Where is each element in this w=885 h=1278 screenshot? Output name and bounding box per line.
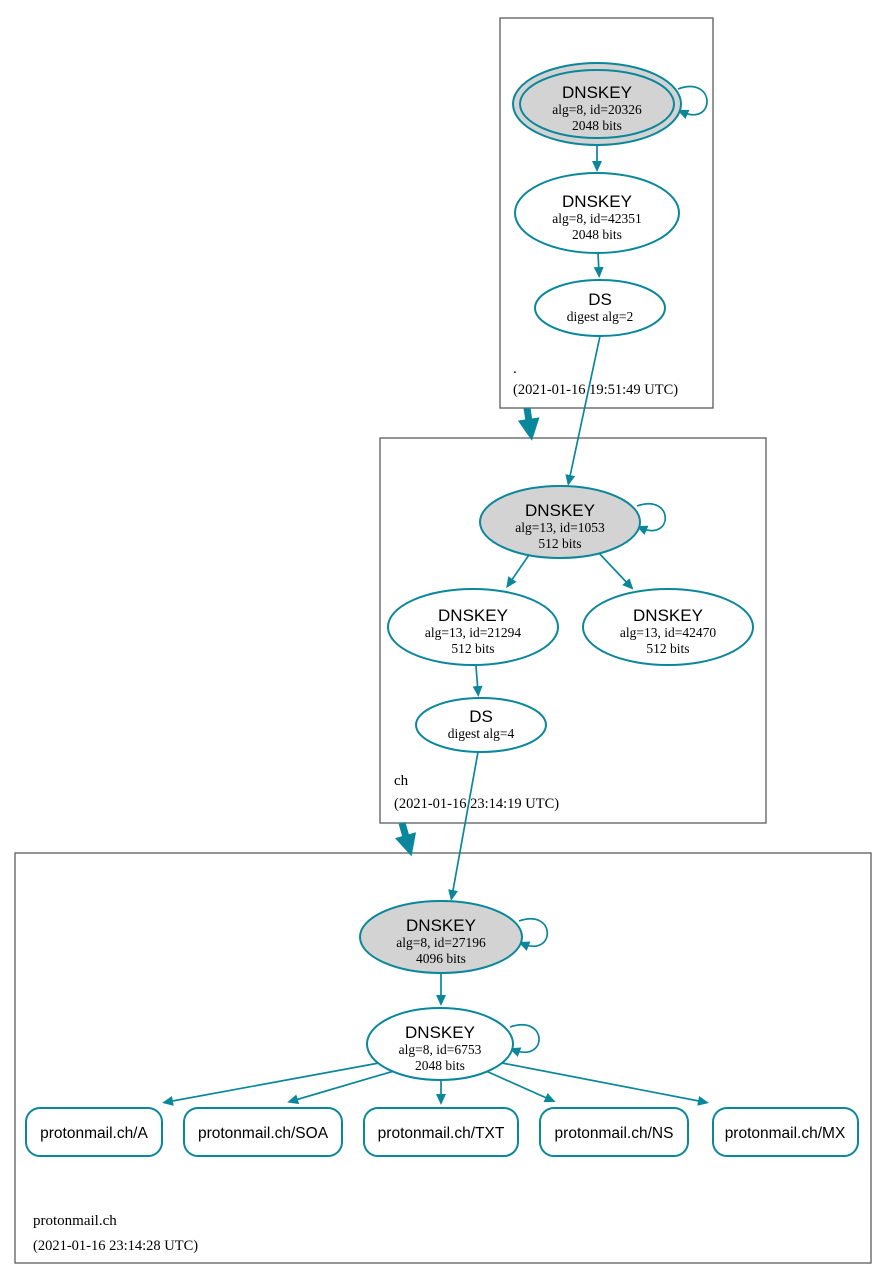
edge-delegation-root-to-ch (517, 407, 540, 441)
node-rrset-protonmail-txt[interactable]: protonmail.ch/TXT (363, 1107, 519, 1157)
edge-ch-ksk-selfloop (636, 503, 667, 535)
node-bits: 2048 bits (572, 227, 622, 242)
node-rrset-protonmail-ns[interactable]: protonmail.ch/NS (539, 1107, 689, 1157)
node-rrset-protonmail-soa[interactable]: protonmail.ch/SOA (183, 1107, 343, 1157)
zsk-ellipse (387, 588, 559, 666)
node-rrset-protonmail-mx[interactable]: protonmail.ch/MX (712, 1107, 859, 1157)
rrset-box (539, 1107, 689, 1157)
node-bits: 2048 bits (415, 1058, 465, 1073)
node-detail: digest alg=2 (567, 309, 633, 324)
node-bits: 512 bits (538, 536, 581, 551)
node-dnskey-20326[interactable]: DNSKEY alg=8, id=20326 2048 bits (512, 62, 682, 146)
zone-timestamp-ch: (2021-01-16 23:14:19 UTC) (394, 796, 559, 812)
ds-ellipse (534, 279, 666, 337)
rrset-label: protonmail.ch/A (40, 1125, 148, 1142)
node-dnskey-21294[interactable]: DNSKEY alg=13, id=21294 512 bits (387, 588, 559, 666)
node-detail: alg=8, id=42351 (552, 211, 641, 226)
node-dnskey-42351[interactable]: DNSKEY alg=8, id=42351 2048 bits (514, 172, 680, 254)
zsk-ellipse (582, 588, 754, 666)
node-detail: digest alg=4 (448, 726, 515, 741)
edge-protonmail-ksk-selfloop (518, 918, 549, 951)
node-dnskey-6753[interactable]: DNSKEY alg=8, id=6753 2048 bits (366, 1007, 514, 1081)
node-bits: 512 bits (451, 641, 494, 656)
edge-root-zsk-to-ds (593, 252, 604, 278)
edge-ch-zsk1-to-ds (472, 665, 483, 697)
edge-root-ds-to-ch-ksk (565, 335, 601, 486)
rrset-box (712, 1107, 859, 1157)
node-bits: 4096 bits (416, 951, 466, 966)
zone-label-protonmail: protonmail.ch (33, 1213, 117, 1229)
node-title: DNSKEY (525, 501, 595, 520)
node-detail: alg=8, id=6753 (399, 1042, 482, 1057)
node-bits: 2048 bits (572, 118, 622, 133)
node-detail: alg=8, id=20326 (552, 102, 642, 117)
edge-ch-ksk-to-zsk2 (596, 550, 634, 590)
node-title: DNSKEY (562, 83, 632, 102)
edge-ch-ksk-to-zsk1 (506, 551, 532, 589)
zone-timestamp-protonmail: (2021-01-16 23:14:28 UTC) (33, 1238, 198, 1254)
edge-protonmail-zsk-to-ns (485, 1070, 556, 1103)
node-ds-root[interactable]: DS digest alg=2 (534, 279, 666, 337)
node-title: DS (588, 290, 612, 309)
ksk-ellipse (359, 900, 523, 974)
edge-protonmail-zsk-to-a (162, 1062, 380, 1106)
node-dnskey-42470[interactable]: DNSKEY alg=13, id=42470 512 bits (582, 588, 754, 666)
rrset-box (363, 1107, 519, 1157)
node-title: DNSKEY (562, 192, 632, 211)
zone-label-root: . (513, 361, 517, 377)
node-rrset-protonmail-a[interactable]: protonmail.ch/A (25, 1107, 163, 1157)
edge-ch-ds-to-protonmail-ksk (448, 751, 479, 901)
zone-timestamp-root: (2021-01-16 19:51:49 UTC) (513, 382, 678, 398)
edge-protonmail-zsk-selfloop (509, 1024, 540, 1057)
edge-root-ksk-selfloop (677, 85, 708, 119)
ksk-inner-ellipse (519, 69, 675, 139)
rrset-label: protonmail.ch/MX (725, 1125, 846, 1142)
rrset-box (25, 1107, 163, 1157)
rrset-label: protonmail.ch/SOA (198, 1125, 329, 1142)
rrset-label: protonmail.ch/TXT (378, 1125, 505, 1142)
edge-protonmail-zsk-to-soa (287, 1070, 395, 1105)
edge-delegation-ch-to-protonmail (394, 822, 417, 857)
node-bits: 512 bits (646, 641, 689, 656)
zone-box-protonmail (14, 852, 872, 1264)
zsk-ellipse (514, 172, 680, 254)
zone-box-ch (379, 437, 767, 824)
node-detail: alg=13, id=42470 (620, 625, 716, 640)
node-title: DNSKEY (438, 606, 508, 625)
edge-protonmail-zsk-to-mx (501, 1062, 709, 1106)
ds-ellipse (415, 697, 547, 753)
node-dnskey-27196[interactable]: DNSKEY alg=8, id=27196 4096 bits (359, 900, 523, 974)
rrset-box (183, 1107, 343, 1157)
node-title: DNSKEY (406, 916, 476, 935)
node-title: DS (469, 707, 493, 726)
node-title: DNSKEY (633, 606, 703, 625)
node-detail: alg=8, id=27196 (396, 935, 486, 950)
node-detail: alg=13, id=1053 (515, 520, 605, 535)
rrset-label: protonmail.ch/NS (555, 1125, 674, 1142)
node-dnskey-1053[interactable]: DNSKEY alg=13, id=1053 512 bits (479, 485, 641, 559)
zone-box-root (499, 17, 714, 409)
zone-label-ch: ch (394, 773, 409, 789)
node-title: DNSKEY (405, 1023, 475, 1042)
ksk-ellipse (479, 485, 641, 559)
node-detail: alg=13, id=21294 (425, 625, 521, 640)
zsk-ellipse (366, 1007, 514, 1081)
node-ds-ch[interactable]: DS digest alg=4 (415, 697, 547, 753)
